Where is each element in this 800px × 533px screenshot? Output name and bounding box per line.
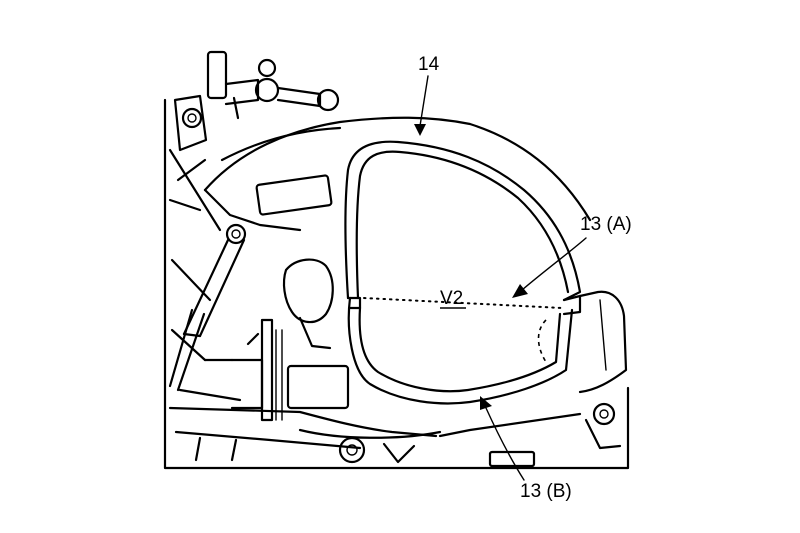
upper-housing	[203, 116, 592, 222]
lower-block	[286, 364, 350, 410]
frame-lattice	[168, 148, 242, 402]
housing-front-edge	[203, 188, 302, 232]
top-rod	[206, 50, 340, 120]
left-bracket	[173, 94, 208, 152]
right-housing	[578, 290, 628, 394]
airbag-leader-a	[521, 237, 587, 291]
cushion-stem	[298, 316, 332, 350]
airbag-inner-contour	[355, 150, 570, 300]
airbag-seam-left	[346, 296, 362, 310]
frame-leader	[419, 75, 429, 127]
airbag-arrowhead-b	[480, 396, 492, 410]
housing-inner-line	[220, 126, 342, 162]
volume-label: V2	[440, 288, 463, 309]
cushion	[282, 258, 334, 324]
airbag-arrowhead-a	[512, 284, 528, 298]
lower-block-2	[230, 358, 264, 410]
airbag-seam-right	[562, 294, 582, 316]
airbag-leader-b	[485, 407, 525, 481]
right-housing-edge	[599, 299, 607, 371]
frame-label: 14	[418, 54, 440, 75]
v2-dotted-line	[363, 297, 563, 309]
airbag-label-a: 13 (A)	[580, 214, 632, 235]
frame-arrowhead	[414, 124, 426, 136]
airbag-lower-contour	[347, 296, 574, 405]
airbag-outline	[344, 140, 582, 302]
airbag-lower-inner	[358, 306, 562, 393]
outer-boundary	[163, 98, 630, 470]
housing-slot	[255, 174, 333, 216]
piston-rods	[246, 318, 283, 422]
strut	[168, 223, 247, 392]
airbag-label-b: 13 (B)	[520, 481, 572, 502]
bottom-rail	[168, 402, 622, 468]
dashed-contour	[537, 319, 547, 363]
